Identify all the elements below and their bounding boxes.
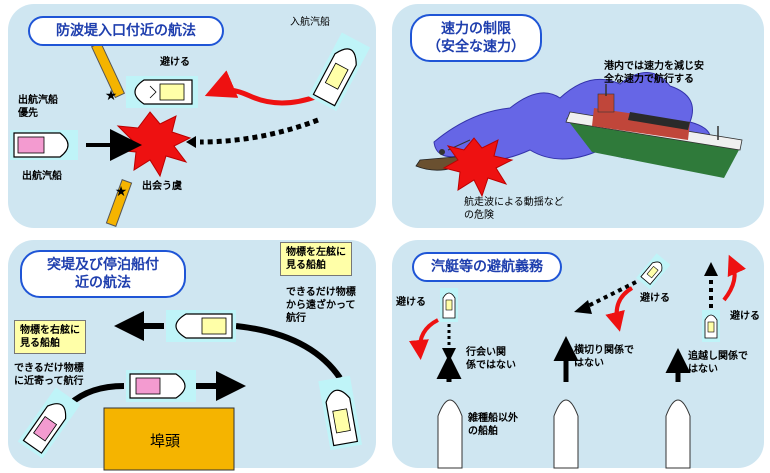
- case1-avoid-red-arrow: [408, 318, 439, 360]
- small-vessel-1: [440, 288, 458, 322]
- panel-title-small-vessel: 汽艇等の避航義務: [412, 252, 562, 282]
- wharf: [103, 407, 235, 471]
- starboard-side-ship: [126, 370, 196, 402]
- incoming-ship: [308, 32, 371, 112]
- approaching-ship-yellow: [318, 375, 363, 451]
- large-vessel-hull-2: [553, 399, 579, 469]
- large-vessel-hull-1: [437, 399, 463, 469]
- label-wake-danger: 航走波による動揺など の危険: [464, 197, 564, 221]
- panel-title-breakwater: 防波堤入口付近の航法: [28, 16, 224, 46]
- label-case-overtaking: 追越し関係で はない: [688, 351, 748, 375]
- light-star-icon: ★: [105, 88, 118, 104]
- label-harbor-speed: 港内では速力を減じ安 全な速力で航行する: [604, 61, 704, 85]
- breakwater-bottom: [105, 179, 133, 227]
- label-avoid-3: 避ける: [730, 311, 760, 322]
- case3-avoid-red-arrow: [722, 254, 747, 302]
- label-outgoing-priority: 出航汽船 優先: [18, 95, 58, 119]
- panel-title-jetty: 突堤及び停泊船付 近の航法: [20, 250, 186, 298]
- note-starboard: 物標を右舷に 見る船舶: [14, 320, 86, 354]
- light-star-icon: ★: [115, 184, 128, 200]
- panel-title-speed: 速力の制限 （安全な速力）: [410, 14, 542, 62]
- approaching-ship-pink: [17, 387, 81, 459]
- label-non-small-vessel: 雑種船以外 の船舶: [468, 413, 518, 437]
- small-vessel-2: [636, 253, 671, 290]
- wake-burst-icon: [442, 137, 514, 198]
- label-avoid: 避ける: [160, 57, 190, 68]
- avoiding-ship: [126, 76, 198, 108]
- note-port: 物標を左舷に 見る船舶: [280, 242, 352, 276]
- large-ship: [565, 84, 743, 178]
- label-outgoing-ship: 出航汽船: [22, 171, 62, 182]
- label-avoid-1: 避ける: [396, 297, 426, 308]
- port-route-curve: [235, 323, 343, 380]
- incoming-dotted-course: [199, 117, 319, 145]
- label-avoid-2: 避ける: [640, 293, 670, 304]
- case2-avoid-red-arrow: [605, 286, 634, 332]
- large-vessel-hull-3: [665, 399, 691, 469]
- label-port-action: できるだけ物標 から遠ざかって 航行: [286, 287, 356, 324]
- label-case-crossing: 横切り関係で はない: [574, 345, 634, 369]
- small-vessel-3: [702, 310, 720, 342]
- label-incoming-ship: 入航汽船: [290, 17, 330, 28]
- avoid-red-arrow: [204, 70, 319, 106]
- starboard-route-curve: [67, 383, 125, 407]
- port-side-ship: [166, 310, 236, 342]
- label-meeting-risk: 出会う虞: [142, 181, 182, 192]
- wharf-label: 埠頭: [150, 432, 181, 450]
- label-case-head-on: 行会い関 係ではない: [466, 347, 516, 371]
- outgoing-ship: [10, 130, 78, 160]
- case2-dotted: [583, 280, 637, 310]
- label-starboard-action: できるだけ物標 に近寄って航行: [14, 363, 84, 387]
